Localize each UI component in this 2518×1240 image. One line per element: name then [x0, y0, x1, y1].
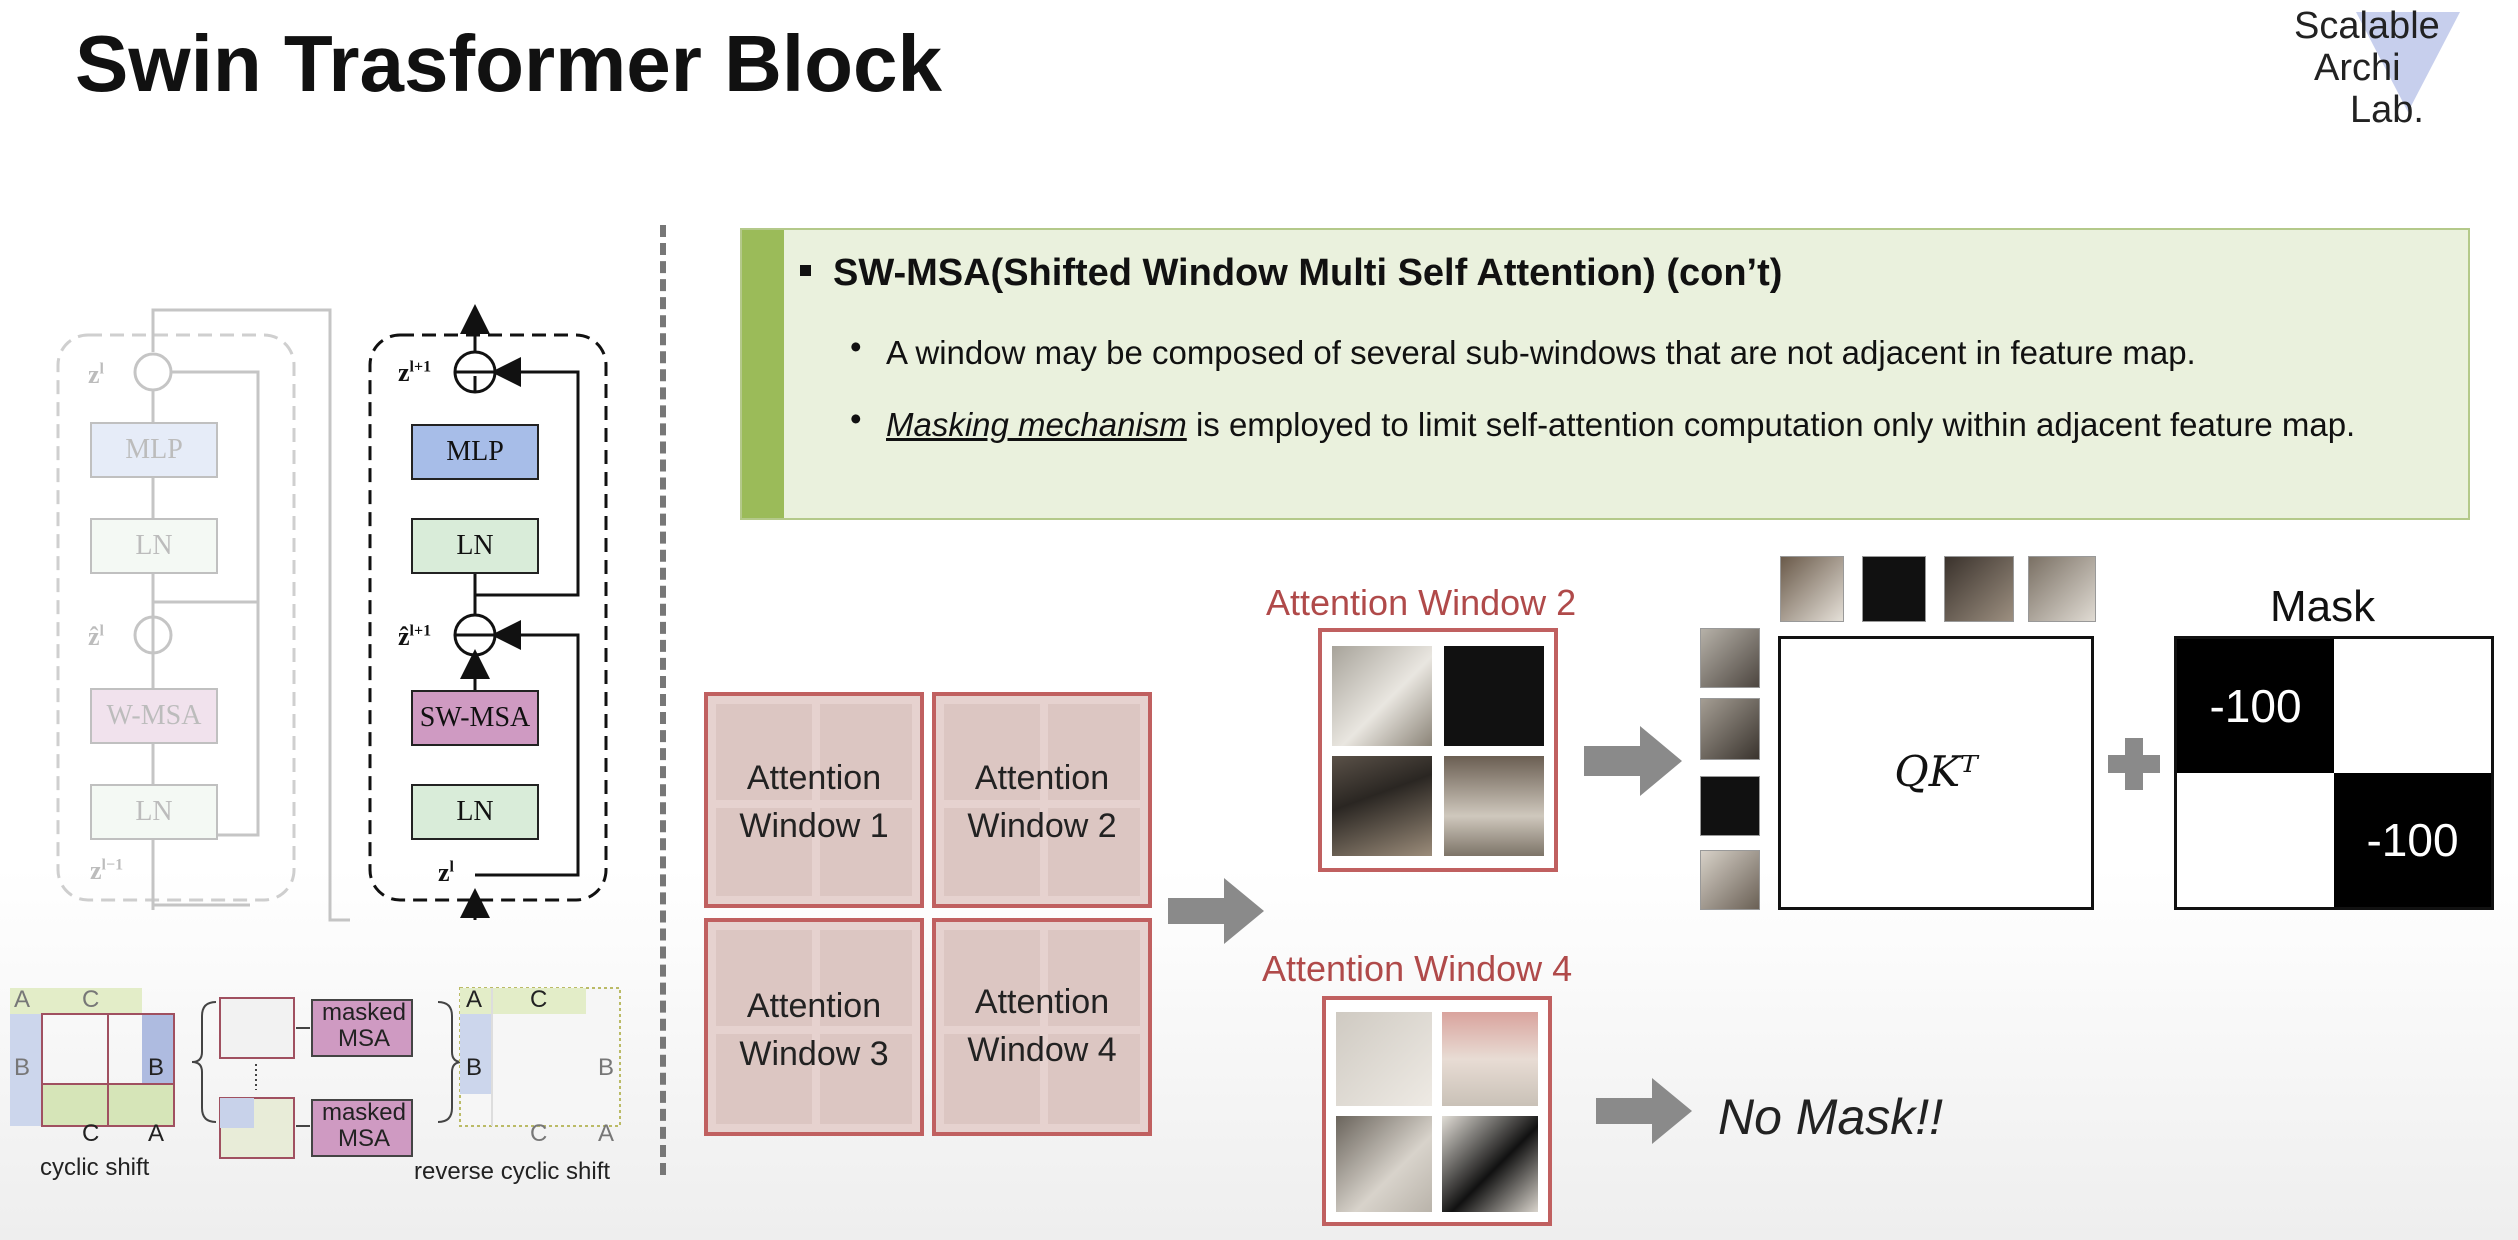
square-bullet-icon	[800, 265, 811, 277]
reverse-cyclic-shift-caption: reverse cyclic shift	[414, 1158, 611, 1185]
patch-image	[1336, 1116, 1432, 1212]
key-patch-thumbnail	[1780, 556, 1844, 622]
query-patch-thumbnail	[1700, 628, 1760, 688]
attention-window-2: Attention Window 2	[932, 692, 1152, 908]
query-patch-thumbnail	[1700, 698, 1760, 760]
masked-msa-box-2: masked MSA	[321, 1099, 407, 1152]
note-heading: SW-MSA(Shifted Window Multi Self Attenti…	[800, 252, 1782, 295]
cyclic-shift-graphic	[10, 987, 621, 1159]
key-patch-thumbnail	[1862, 556, 1926, 622]
mask-title: Mask	[2270, 582, 2376, 631]
swmsa-ln-block-1: LN	[411, 518, 539, 574]
attention-window-2-label: Attention Window 2	[967, 759, 1117, 845]
patch-image	[1336, 1012, 1432, 1106]
patch-image	[1444, 646, 1544, 746]
bullet-dot: •	[850, 328, 862, 365]
swmsa-bottom-label: zl	[438, 858, 454, 887]
swmsa-ln-block-2: LN	[411, 784, 539, 840]
shift-label-c-rev: C	[530, 986, 548, 1013]
wmsa-ln-block-1: LN	[90, 518, 218, 574]
logo-line-1: Scalable	[2294, 5, 2440, 47]
cyclic-shift-caption: cyclic shift	[40, 1154, 150, 1181]
swmsa-top-label: zl+1	[398, 358, 432, 387]
logo-triangle-icon	[2356, 12, 2460, 112]
wmsa-mid-label: ẑl	[88, 622, 104, 651]
note-bullet-2-rest: is employed to limit self-attention comp…	[1186, 406, 2356, 443]
note-accent-bar	[742, 230, 784, 518]
shift-label-c-rev-faint: C	[530, 1120, 548, 1147]
attention-window-1: Attention Window 1	[704, 692, 924, 908]
patch-image	[1442, 1012, 1538, 1106]
query-patch-thumbnail	[1700, 776, 1760, 836]
key-patch-thumbnail	[1944, 556, 2014, 622]
key-patch-thumbnail	[2028, 556, 2096, 622]
no-mask-label: No Mask!!	[1718, 1089, 1944, 1145]
mask-matrix: -100 -100	[2174, 636, 2494, 910]
shift-label-b-rev-faint: B	[598, 1054, 615, 1081]
arrow-right-icon	[1168, 878, 1264, 944]
shift-label-a-rev: A	[466, 986, 483, 1013]
note-bullet-1-text: A window may be composed of several sub-…	[886, 334, 2196, 371]
arrow-right-icon	[1596, 1078, 1692, 1144]
swmsa-mlp-block: MLP	[411, 424, 539, 480]
qk-label: QKᵀ	[1894, 747, 1978, 796]
swmsa-msa-block: SW-MSA	[411, 690, 539, 746]
patch-image	[1444, 756, 1544, 856]
swmsa-mid-label: ẑl+1	[398, 622, 432, 651]
attention-window-4-caption: Attention Window 4	[1262, 948, 1573, 989]
shift-label-c-bottom: C	[82, 1120, 100, 1147]
logo-line-2: Archi	[2314, 47, 2401, 89]
attention-window-1-label: Attention Window 1	[739, 759, 889, 845]
shift-label-a-top: A	[14, 986, 31, 1013]
note-heading-text: SW-MSA(Shifted Window Multi Self Attenti…	[833, 252, 1783, 294]
shift-label-c-top: C	[82, 986, 100, 1013]
plus-icon	[2108, 738, 2160, 790]
masking-mechanism-term: Masking mechanism	[886, 406, 1187, 443]
note-box: SW-MSA(Shifted Window Multi Self Attenti…	[740, 228, 2470, 520]
attention-window-3: Attention Window 3	[704, 918, 924, 1136]
arrow-right-icon	[1584, 726, 1682, 796]
shift-label-a-bottom: A	[148, 1120, 165, 1147]
wmsa-mlp-block: MLP	[90, 422, 218, 478]
wmsa-connectors	[56, 308, 350, 922]
mask-block-bottom-right: -100	[2334, 773, 2491, 907]
attention-window-3-label: Attention Window 3	[739, 987, 889, 1073]
attention-window-2-caption: Attention Window 2	[1266, 582, 1577, 623]
section-divider	[660, 225, 666, 1175]
shift-label-b-left: B	[14, 1054, 31, 1081]
note-bullet-2-text: Masking mechanism is employed to limit s…	[886, 400, 2446, 450]
wmsa-top-label: zl	[88, 360, 104, 389]
wmsa-bottom-label: zl−1	[90, 856, 124, 885]
shift-label-b-right: B	[148, 1054, 165, 1081]
query-patch-thumbnail	[1700, 850, 1760, 910]
attention-window-2-photo	[1318, 628, 1558, 872]
shift-label-a-rev-faint: A	[598, 1120, 615, 1147]
patch-image	[1442, 1116, 1538, 1212]
slide-title: Swin Trasformer Block	[75, 19, 942, 108]
logo-line-3: Lab.	[2350, 89, 2424, 131]
attention-window-4-label: Attention Window 4	[967, 983, 1117, 1069]
masked-msa-box-1: masked MSA	[321, 999, 407, 1052]
wmsa-msa-block: W-MSA	[90, 688, 218, 744]
wmsa-ln-block-2: LN	[90, 784, 218, 840]
qk-matrix: QKᵀ	[1778, 636, 2094, 910]
mask-block-top-left: -100	[2177, 639, 2334, 773]
patch-image	[1332, 756, 1432, 856]
patch-image	[1332, 646, 1432, 746]
bullet-dot: •	[850, 400, 862, 437]
attention-window-4: Attention Window 4	[932, 918, 1152, 1136]
shift-label-b-rev: B	[466, 1054, 483, 1081]
attention-window-4-photo	[1322, 996, 1552, 1226]
